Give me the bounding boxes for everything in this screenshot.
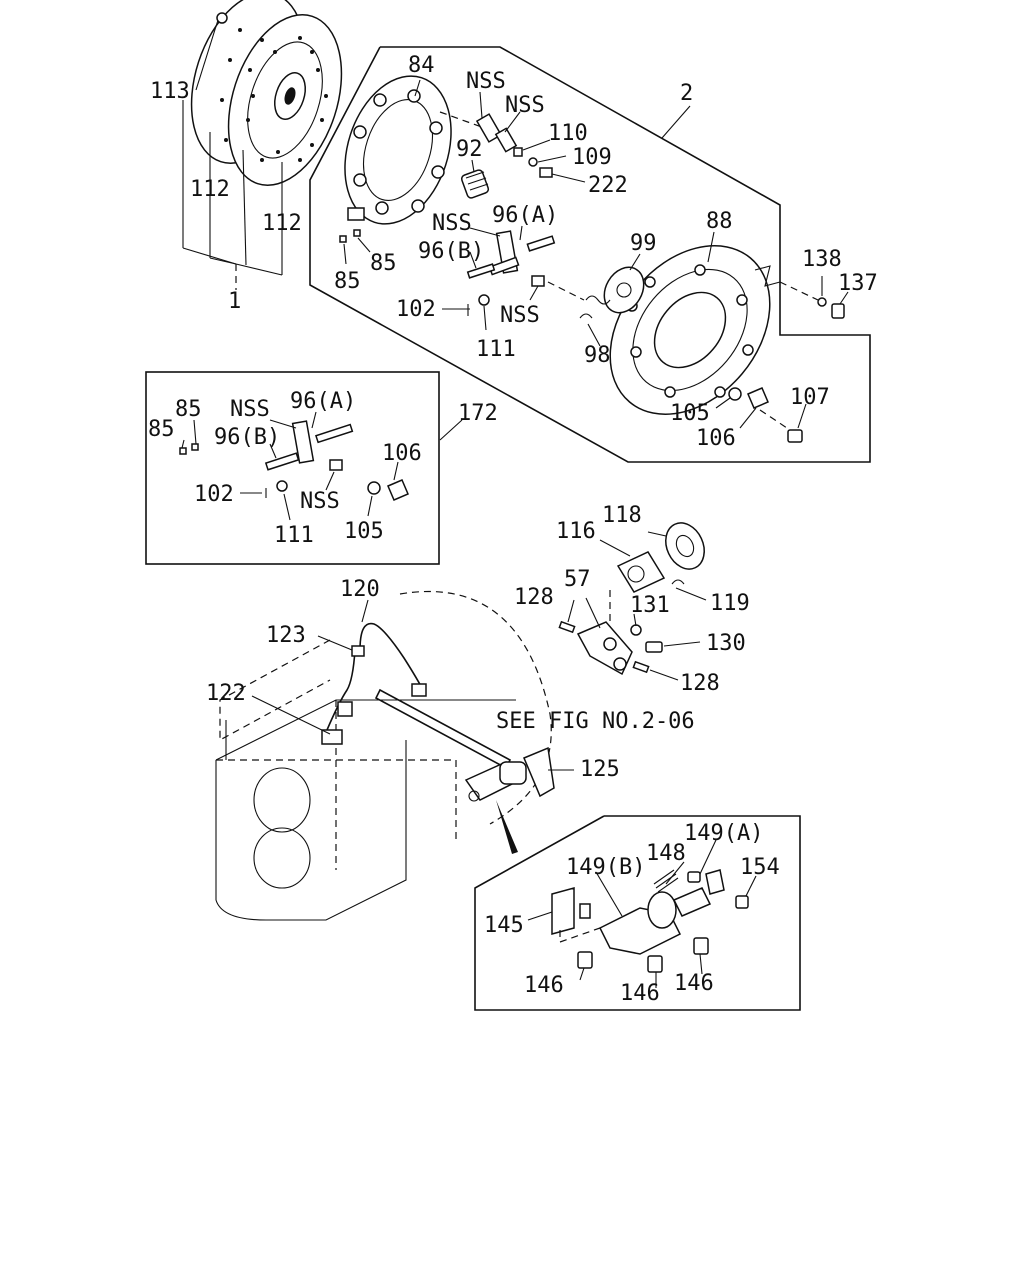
transmission-housing <box>215 590 552 921</box>
label-118: 118 <box>602 503 642 528</box>
label-113: 113 <box>150 79 190 104</box>
label-85-a: 85 <box>334 269 361 294</box>
label-88: 88 <box>706 209 733 234</box>
label-96b: 96(B) <box>418 239 484 264</box>
label-149b: 149(B) <box>566 855 645 880</box>
label-130: 130 <box>706 631 746 656</box>
label-119: 119 <box>710 591 750 616</box>
label-inset-111: 111 <box>274 523 314 548</box>
label-nss-mid: NSS <box>432 211 472 236</box>
spring-92 <box>460 169 490 199</box>
label-116: 116 <box>556 519 596 544</box>
plate-99 <box>603 266 645 314</box>
label-84: 84 <box>408 53 435 78</box>
label-172: 172 <box>458 401 498 426</box>
push-rod <box>374 688 512 770</box>
clutch-cover-88 <box>609 245 771 415</box>
label-57: 57 <box>564 567 591 592</box>
clutch-disc-assembly <box>190 0 343 186</box>
label-125: 125 <box>580 757 620 782</box>
label-inset-nss-1: NSS <box>230 397 270 422</box>
label-inset-96b: 96(B) <box>214 425 280 450</box>
bolt-137-washer-138 <box>754 265 845 319</box>
label-inset-105: 105 <box>344 519 384 544</box>
release-bearing-group <box>558 522 705 676</box>
label-inset-106: 106 <box>382 441 422 466</box>
label-146-right: 146 <box>674 971 714 996</box>
release-lever-parts <box>466 230 556 306</box>
inset-172-parts <box>179 420 409 501</box>
label-128-bottom: 128 <box>680 671 720 696</box>
label-123: 123 <box>266 623 306 648</box>
label-105: 105 <box>670 401 710 426</box>
label-85-b: 85 <box>370 251 397 276</box>
pressure-plate <box>344 75 452 225</box>
label-inset-102: 102 <box>194 482 234 507</box>
top-bracket-parts <box>475 113 553 178</box>
label-107: 107 <box>790 385 830 410</box>
label-146-left: 146 <box>524 973 564 998</box>
label-120: 120 <box>340 577 380 602</box>
label-92: 92 <box>456 137 483 162</box>
label-96a: 96(A) <box>492 203 558 228</box>
label-110: 110 <box>548 121 588 146</box>
label-128-top: 128 <box>514 585 554 610</box>
label-nss-top-1: NSS <box>466 69 506 94</box>
label-222: 222 <box>588 173 628 198</box>
label-inset-85-a: 85 <box>148 417 175 442</box>
label-131: 131 <box>630 593 670 618</box>
label-146-mid: 146 <box>620 981 660 1006</box>
label-145: 145 <box>484 913 524 938</box>
label-inset-nss-2: NSS <box>300 489 340 514</box>
slave-cylinder-detail-parts <box>551 869 749 973</box>
label-148: 148 <box>646 841 686 866</box>
clip-98 <box>579 295 611 319</box>
label-137: 137 <box>838 271 878 296</box>
label-nss-top-2: NSS <box>505 93 545 118</box>
nut-105-plate-106-bolt-107 <box>728 387 803 443</box>
label-inset-85-b: 85 <box>175 397 202 422</box>
label-106: 106 <box>696 426 736 451</box>
label-98: 98 <box>584 343 611 368</box>
label-inset-96a: 96(A) <box>290 389 356 414</box>
inset-box-172 <box>145 371 440 565</box>
label-109: 109 <box>572 145 612 170</box>
label-149a: 149(A) <box>684 821 763 846</box>
label-138: 138 <box>802 247 842 272</box>
label-154: 154 <box>740 855 780 880</box>
pins-85 <box>339 229 361 243</box>
label-112-left: 112 <box>190 177 230 202</box>
slave-cylinder-125 <box>464 746 555 802</box>
label-1: 1 <box>228 289 241 314</box>
label-2: 2 <box>680 81 693 106</box>
label-111: 111 <box>476 337 516 362</box>
clutch-hose <box>321 622 427 745</box>
inset-box-slave-cylinder <box>474 815 801 1011</box>
label-99: 99 <box>630 231 657 256</box>
label-nss-low: NSS <box>500 303 540 328</box>
see-fig-reference: SEE FIG NO.2-06 <box>496 709 695 734</box>
label-112-right: 112 <box>262 211 302 236</box>
label-122: 122 <box>206 681 246 706</box>
cover-group-leader <box>661 105 691 139</box>
clutch-disc-leaders <box>182 19 283 290</box>
cover-group-outline <box>309 46 871 463</box>
label-102: 102 <box>396 297 436 322</box>
detail-pointer <box>496 800 518 854</box>
